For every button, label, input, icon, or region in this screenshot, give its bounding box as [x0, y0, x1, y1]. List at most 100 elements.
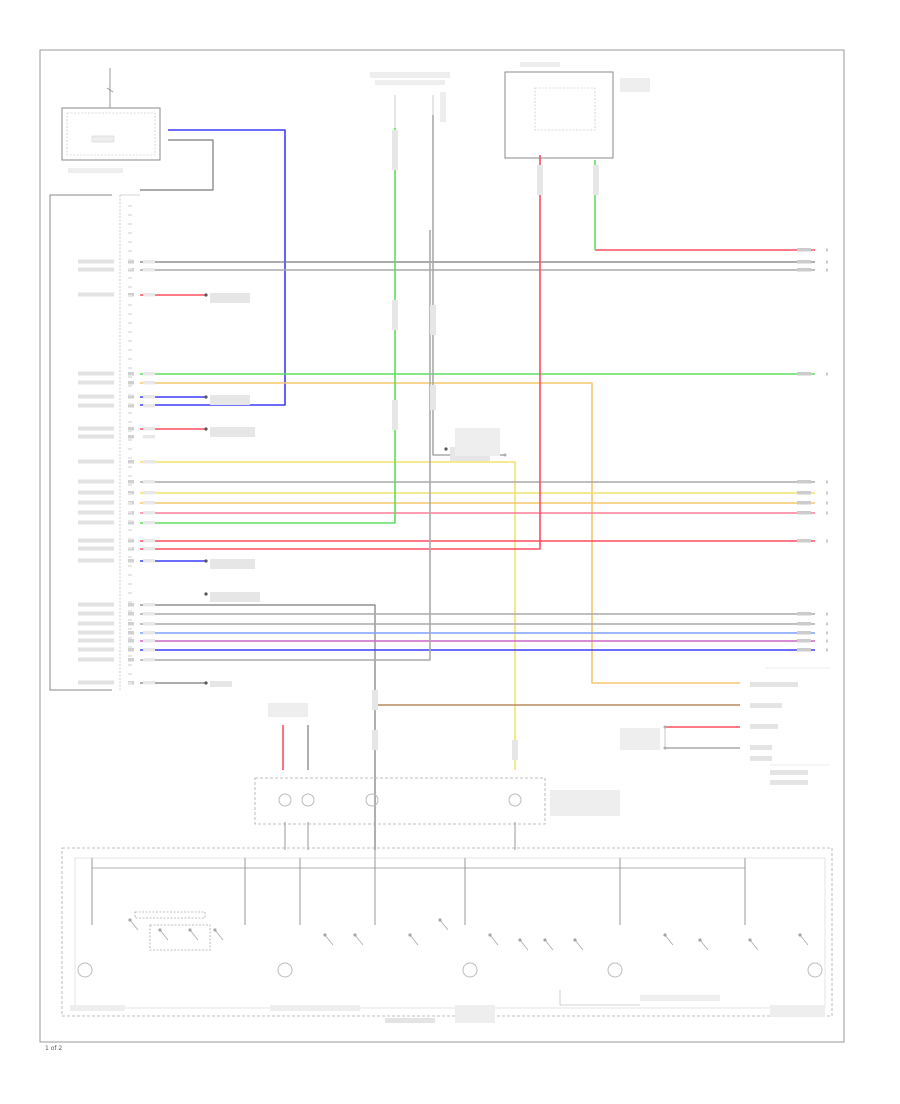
wire-gray [432, 230, 505, 456]
pin-label-stub [78, 500, 114, 505]
contact-node [663, 933, 667, 937]
pin-label-stub [78, 267, 114, 272]
pin-label-stub [78, 292, 114, 297]
pin-tick [128, 250, 132, 252]
terminal-ref [826, 480, 828, 484]
terminal-ref [826, 501, 828, 505]
pin-label-stub [78, 638, 114, 643]
wire-black [140, 604, 376, 850]
pin-tick [128, 322, 132, 324]
pin-tick [128, 313, 132, 315]
pin-label-stub [78, 434, 114, 439]
wire-riser-label [430, 305, 436, 335]
wire-color-tag [143, 404, 155, 408]
wire-color-tag [143, 612, 155, 616]
terminal-tag [797, 260, 811, 264]
pin-tick [128, 205, 132, 207]
pin-number-stub [128, 612, 134, 616]
switch-contact [409, 934, 419, 946]
callout-arrow [204, 592, 208, 596]
pin-number-stub [128, 427, 134, 431]
pin-label-stub [78, 394, 114, 399]
contact-node [353, 933, 357, 937]
contact-node [698, 938, 702, 942]
contact-node [188, 928, 192, 932]
contact-node [158, 928, 162, 932]
terminal-tag [797, 268, 811, 272]
pin-tick [128, 484, 132, 486]
wire-color-tag [143, 622, 155, 626]
pin-number-stub [128, 395, 134, 399]
terminal-ref [826, 648, 828, 652]
wire-color-tag [143, 648, 155, 652]
terminal-ref [826, 491, 828, 495]
wire-color-tag [143, 501, 155, 505]
pin-tick [128, 583, 132, 585]
pin-label-stub [78, 520, 114, 525]
terminal-ref [826, 612, 828, 616]
switch-contact [159, 929, 169, 941]
callout-label [210, 681, 232, 687]
wire-riser-label [372, 730, 378, 750]
switch-group-box [134, 911, 206, 919]
switch-group-box [149, 924, 211, 951]
pin-label-stub [78, 680, 114, 685]
pin-tick [128, 412, 132, 414]
pin-tick [128, 547, 132, 549]
pin-label-stub [78, 479, 114, 484]
terminal-tag [797, 480, 811, 484]
switch-contact [354, 934, 364, 946]
terminal-ref [826, 268, 828, 272]
pin-tick [128, 358, 132, 360]
pin-tick [128, 421, 132, 423]
switch-contact [519, 939, 529, 951]
pin-tick [128, 520, 132, 522]
terminal-ref [826, 511, 828, 515]
terminal-ref [826, 631, 828, 635]
pin-tick [128, 214, 132, 216]
pin-tick [128, 232, 132, 234]
pin-number-stub [128, 460, 134, 464]
pin-label-column [78, 259, 114, 685]
pin-label-stub [78, 558, 114, 563]
pin-label-stub [78, 611, 114, 616]
pin-tick [128, 673, 132, 675]
callout-arrow [444, 447, 448, 451]
pin-tick [128, 502, 132, 504]
callout-label [210, 559, 255, 569]
switch-contact [799, 934, 809, 946]
pin-tick [128, 367, 132, 369]
callout-label [210, 293, 250, 303]
switch-contacts [128, 911, 809, 951]
terminal-tag [797, 622, 811, 626]
pin-tick [128, 529, 132, 531]
wire-color-tag [143, 480, 155, 484]
pin-tick [128, 439, 132, 441]
contact-node [488, 933, 492, 937]
pin-tick [128, 331, 132, 333]
right-wire-terminals [797, 248, 828, 652]
pin-label-stub [78, 621, 114, 626]
pin-tick [128, 637, 132, 639]
wire-green [140, 128, 396, 524]
wire-riser-label [593, 165, 599, 195]
pin-tick [128, 241, 132, 243]
switch-contact [214, 929, 224, 941]
pin-tick [128, 349, 132, 351]
wire-color-tag [143, 539, 155, 543]
contact-node [518, 938, 522, 942]
terminal-tag [797, 648, 811, 652]
callout-arrow [204, 395, 208, 399]
contact-node [748, 938, 752, 942]
pin-tick [128, 574, 132, 576]
pin-label-stub [78, 510, 114, 515]
pin-label-stub [78, 403, 114, 408]
pin-tick [128, 646, 132, 648]
pin-number-stub [128, 521, 134, 525]
terminal-tag [797, 631, 811, 635]
terminal-tag [797, 612, 811, 616]
wire-color-tag [143, 268, 155, 272]
wire-color-tag [143, 395, 155, 399]
pin-number-stub [128, 639, 134, 643]
pin-label-stub [78, 538, 114, 543]
